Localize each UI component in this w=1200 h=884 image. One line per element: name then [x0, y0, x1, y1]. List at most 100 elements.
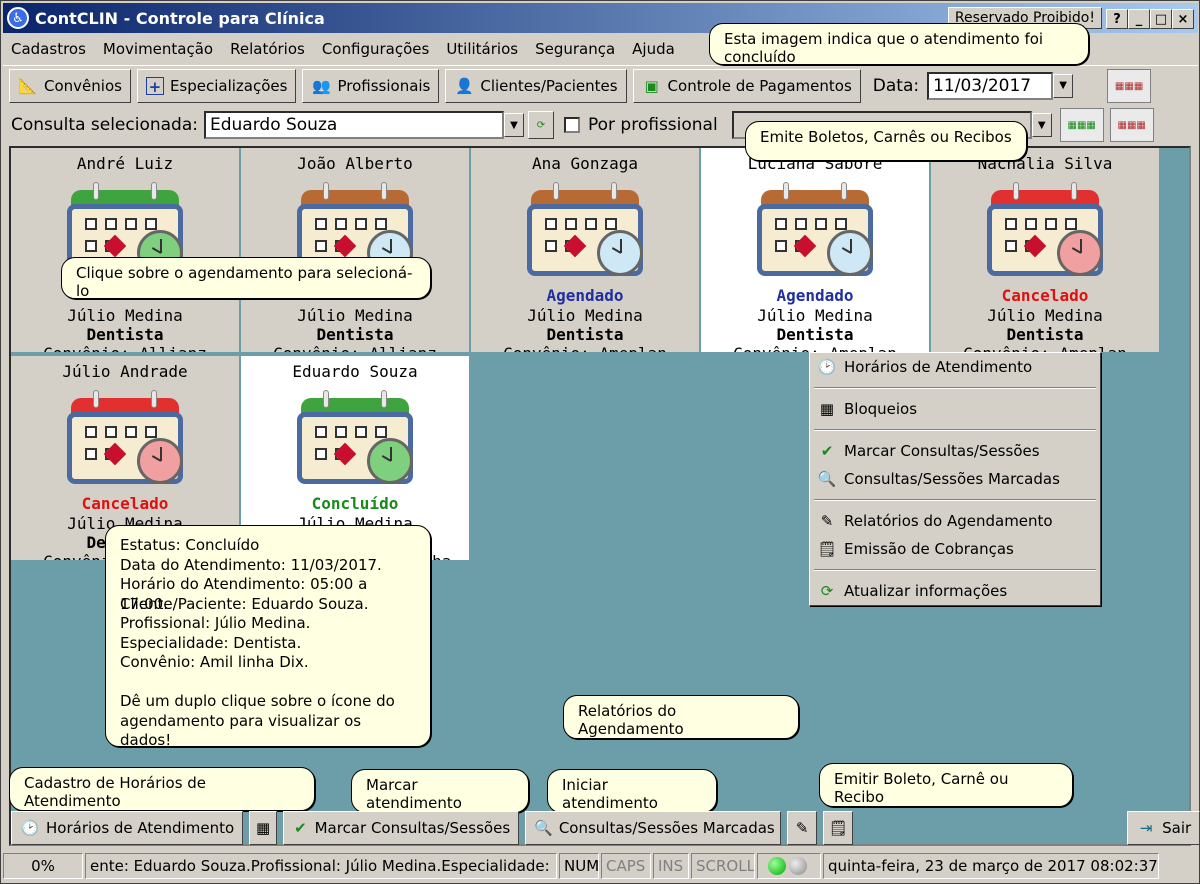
checkbox-icon	[335, 426, 347, 438]
ctx-divider	[814, 499, 1096, 501]
ctx-bloqueios[interactable]: ▦Bloqueios	[810, 395, 1100, 423]
horarios-button[interactable]: 🕑Horários de Atendimento	[11, 811, 244, 845]
num-indicator: NUM	[559, 853, 599, 879]
calendar-ring	[93, 390, 99, 408]
pagamentos-button[interactable]: ▣Controle de Pagamentos	[632, 68, 861, 103]
checkbox-icon	[335, 218, 347, 230]
relatorios-button[interactable]: ✎	[787, 811, 818, 845]
status-label: Cancelado	[1001, 286, 1089, 305]
progress-panel: 0%	[3, 853, 83, 879]
minimize-button[interactable]: _	[1128, 9, 1150, 29]
checkbox-icon	[795, 218, 807, 230]
cobrancas-button[interactable]: 🗒	[823, 811, 854, 845]
checkbox-icon	[85, 218, 97, 230]
menu-cadastros[interactable]: Cadastros	[11, 40, 86, 58]
help-button[interactable]: ?	[1106, 9, 1128, 29]
bottom-toolbar: 🕑Horários de Atendimento ▦ ✔Marcar Consu…	[3, 809, 1200, 847]
caps-indicator: CAPS	[601, 853, 651, 879]
refresh-icon: ⟳	[536, 119, 546, 131]
calendar-icon	[755, 180, 875, 284]
menu-relatorios[interactable]: Relatórios	[230, 40, 305, 58]
maximize-button[interactable]: □	[1150, 9, 1172, 29]
bloqueios-button[interactable]: ▦	[249, 811, 278, 845]
ctx-divider	[814, 387, 1096, 389]
consultas-button[interactable]: 🔍Consultas/Sessões Marcadas	[525, 811, 782, 845]
tooltip-clique-text: Clique sobre o agendamento para selecion…	[76, 264, 413, 300]
appointment-card[interactable]: André Luiz Júlio Medina Dentista Convêni…	[11, 148, 239, 352]
appointment-card[interactable]: Luciana Sabore Agendado Júlio Medina Den…	[701, 148, 929, 352]
checkbox-icon	[105, 218, 117, 230]
ctx-relatorios[interactable]: ✎Relatórios do Agendamento	[810, 507, 1100, 535]
sair-label: Sair	[1162, 819, 1192, 837]
checkbox-icon	[315, 448, 327, 460]
menu-utilitarios[interactable]: Utilitários	[446, 40, 519, 58]
checkbox-icon	[125, 218, 137, 230]
checkbox-icon	[815, 218, 827, 230]
insurance-name: Convênio: Allianz	[241, 344, 469, 352]
checkbox-icon	[355, 218, 367, 230]
checkbox-icon	[1045, 218, 1057, 230]
boletos-icon[interactable]: ▦▦▦	[1059, 108, 1104, 142]
ctx-marcar[interactable]: ✔Marcar Consultas/Sessões	[810, 437, 1100, 465]
recibos-icon[interactable]: ▦▦▦	[1109, 108, 1154, 142]
people-icon: 👥	[312, 76, 331, 95]
convenios-button[interactable]: 📐Convênios	[9, 68, 131, 103]
by-professional-checkbox[interactable]	[563, 117, 580, 133]
ctx-horarios[interactable]: 🕑Horários de Atendimento	[810, 353, 1100, 381]
close-button[interactable]: ×	[1172, 9, 1194, 29]
menu-seguranca[interactable]: Segurança	[535, 40, 616, 58]
professional-dropdown-button[interactable]: ▼	[1031, 113, 1052, 137]
professional-name: Júlio Medina	[757, 306, 873, 325]
clientes-button[interactable]: 👤 Clientes/Pacientes	[445, 68, 627, 103]
info-line: Cliente/Paciente: Eduardo Souza.	[120, 594, 369, 613]
info-line: agendamento para visualizar os dados!	[120, 711, 362, 750]
connection-leds	[757, 853, 821, 879]
tooltip-emitir-text: Emitir Boleto, Carnê ou Recibo	[834, 770, 1009, 806]
clients-icon: 👤	[455, 76, 474, 95]
calendar-icon: ▦	[819, 400, 835, 418]
menu-movimentacao[interactable]: Movimentação	[102, 40, 214, 58]
insurance-name: Convênio: Ameplan	[471, 344, 699, 352]
insurance-name: Convênio: Ameplan	[701, 344, 929, 352]
scroll-indicator: SCROLL	[691, 853, 755, 879]
title-bar: ♿ ContCLIN - Controle para Clínica Reser…	[3, 3, 1198, 33]
menu-ajuda[interactable]: Ajuda	[632, 40, 675, 58]
ctx-cobrancas[interactable]: 🗒Emissão de Cobranças	[810, 535, 1100, 563]
app-icon: ♿	[7, 7, 29, 29]
especializacoes-button[interactable]: +Especializações	[136, 68, 297, 103]
checkbox-icon	[315, 218, 327, 230]
menu-bar: Cadastros Movimentação Relatórios Config…	[3, 35, 1198, 63]
calendar-icon	[65, 388, 185, 492]
appointment-card[interactable]: Ana Gonzaga Agendado Júlio Medina Dentis…	[471, 148, 699, 352]
checkbox-icon	[85, 426, 97, 438]
clock-icon	[1057, 230, 1103, 276]
ctx-divider	[814, 569, 1096, 571]
tooltip-cad-horarios-text: Cadastro de Horários de Atendimento	[24, 774, 207, 810]
calendar-icon	[985, 180, 1105, 284]
profissionais-button[interactable]: 👥Profissionais	[302, 68, 440, 103]
ctx-marcadas[interactable]: 🔍Consultas/Sessões Marcadas	[810, 465, 1100, 493]
date-input[interactable]: 11/03/2017	[927, 71, 1054, 100]
consult-dropdown-button[interactable]: ▼	[503, 113, 524, 137]
date-dropdown-button[interactable]: ▼	[1053, 73, 1074, 98]
consult-select[interactable]: Eduardo Souza	[203, 111, 504, 139]
magnifier-icon: 🔍	[534, 819, 553, 837]
info-line	[120, 673, 416, 693]
menu-configuracoes[interactable]: Configurações	[321, 40, 430, 58]
sair-button[interactable]: ⇥Sair	[1127, 811, 1200, 845]
clock-icon: 🕑	[20, 819, 40, 837]
pagamentos-label: Controle de Pagamentos	[667, 76, 852, 95]
specialty-name: Dentista	[86, 325, 164, 344]
status-label: Agendado	[546, 286, 624, 305]
consult-value: Eduardo Souza	[209, 115, 338, 135]
calendar-status-icon[interactable]: ▦▦▦	[1107, 68, 1152, 103]
appointment-card[interactable]: João Alberto Júlio Medina Dentista Convê…	[241, 148, 469, 352]
ctx-atualizar[interactable]: ⟳Atualizar informações	[810, 577, 1100, 605]
ctx-atualizar-label: Atualizar informações	[844, 582, 1008, 600]
appointment-card[interactable]: Nachalia Silva Cancelado Júlio Medina De…	[931, 148, 1159, 352]
marcar-button[interactable]: ✔Marcar Consultas/Sessões	[283, 811, 520, 845]
clientes-label: Clientes/Pacientes	[480, 76, 618, 95]
toolbar: 📐Convênios +Especializações 👥Profissiona…	[3, 65, 1198, 105]
status-bar: 0% ente: Eduardo Souza.Profissional: Júl…	[3, 851, 1198, 881]
refresh-button[interactable]: ⟳	[527, 111, 554, 139]
